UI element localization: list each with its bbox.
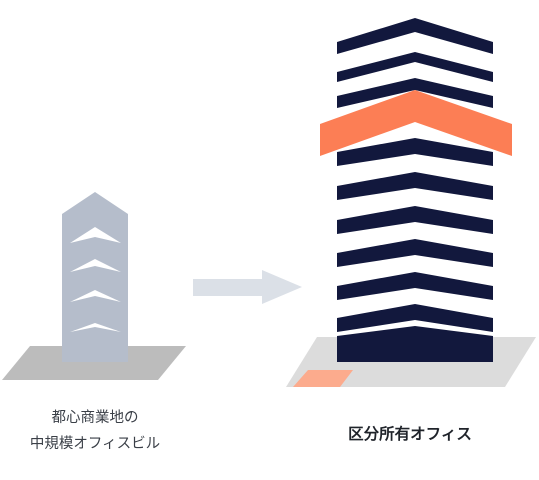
- small-building-caption-line1: 都心商業地の: [51, 410, 139, 426]
- arrow-right-icon: [193, 270, 302, 304]
- small-building-caption: 都心商業地の 中規模オフィスビル: [0, 405, 190, 457]
- building-floor: [337, 304, 493, 332]
- building-floor: [337, 239, 493, 267]
- large-building-floors: [320, 18, 512, 362]
- large-building-illustration: [286, 18, 536, 387]
- small-building-illustration: [2, 192, 186, 380]
- owned-unit-floor-plate: [293, 370, 353, 387]
- small-building-stripes: [70, 227, 121, 332]
- building-floor: [337, 78, 493, 108]
- building-floor: [337, 138, 493, 166]
- owned-floor-highlight: [320, 90, 512, 156]
- building-roof: [337, 18, 493, 54]
- building-floor: [337, 206, 493, 234]
- building-floor: [337, 172, 493, 200]
- building-base: [337, 326, 493, 362]
- large-building-caption: 区分所有オフィス: [348, 425, 472, 443]
- small-building-ground: [2, 346, 186, 380]
- small-building-body: [62, 192, 128, 362]
- building-floor: [337, 272, 493, 300]
- small-building-caption-line2: 中規模オフィスビル: [29, 436, 161, 452]
- building-floor: [337, 52, 493, 82]
